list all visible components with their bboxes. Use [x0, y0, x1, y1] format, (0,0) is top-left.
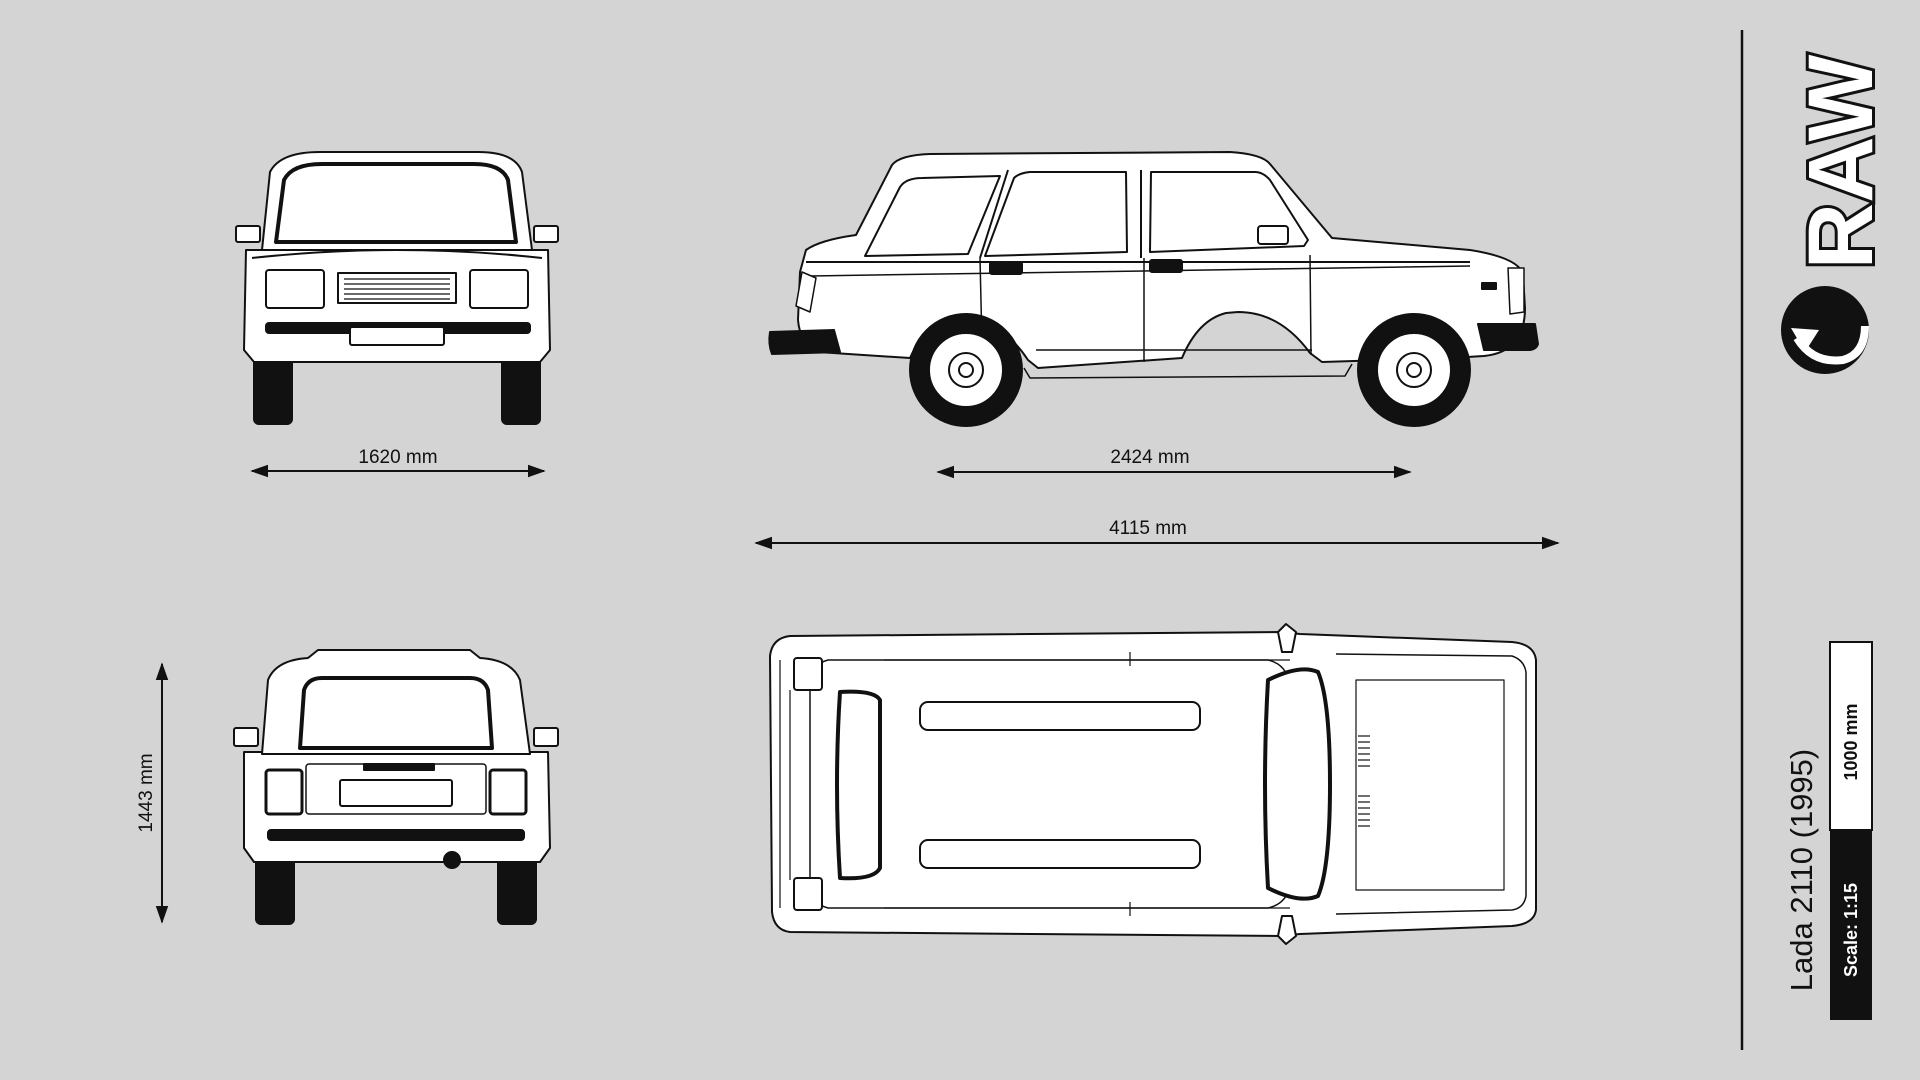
- rear-plate: [339, 779, 453, 807]
- front-plate: [349, 326, 445, 346]
- rear-left-mirror: [233, 727, 259, 747]
- rear-window: [298, 676, 494, 750]
- side-view: [768, 151, 1539, 427]
- side-front-wheel: [1357, 313, 1471, 427]
- side-rear-window: [864, 175, 1001, 257]
- front-left-mirror: [235, 225, 261, 243]
- scale-ratio-label: Scale: 1:15: [1841, 883, 1861, 977]
- dimension-length: 4115 mm: [754, 518, 1560, 550]
- vehicle-title: Lada 2110 (1995): [1784, 749, 1819, 991]
- dimension-width-label: 1620 mm: [358, 447, 437, 468]
- front-grille: [337, 272, 457, 304]
- dimension-wheelbase: 2424 mm: [936, 447, 1412, 479]
- exhaust-pipe: [443, 851, 461, 869]
- brand-logo-text: RAW: [1790, 55, 1892, 270]
- rear-bumper-side: [768, 329, 841, 355]
- dimension-height-label: 1443 mm: [136, 753, 157, 832]
- rear-view: [233, 649, 559, 925]
- rear-bumper: [267, 829, 525, 841]
- scale-bar-length-label: 1000 mm: [1841, 703, 1861, 780]
- front-bumper-side: [1477, 323, 1539, 351]
- rear-door-handle: [989, 261, 1023, 275]
- roof-rail-left: [919, 701, 1201, 731]
- side-middle-window: [984, 171, 1128, 257]
- top-view: [769, 623, 1537, 945]
- rear-left-taillight: [264, 768, 304, 816]
- dimension-width: 1620 mm: [250, 447, 546, 478]
- front-right-headlight: [469, 269, 529, 309]
- dimension-length-label: 4115 mm: [1109, 518, 1187, 539]
- top-windscreen: [1263, 667, 1332, 901]
- scale-bar: 1000 mm Scale: 1:15: [1829, 641, 1873, 1020]
- top-left-mirror: [1277, 623, 1297, 653]
- top-rear-glass: [835, 689, 882, 881]
- front-view: [235, 151, 559, 425]
- dimension-wheelbase-label: 2424 mm: [1110, 447, 1189, 468]
- side-rear-wheel: [909, 313, 1023, 427]
- circular-arrow-icon: [1781, 286, 1869, 374]
- rear-right-taillight: [488, 768, 528, 816]
- front-left-headlight: [265, 269, 325, 309]
- front-right-mirror: [533, 225, 559, 243]
- front-door-handle: [1149, 259, 1183, 273]
- top-right-mirror: [1277, 915, 1297, 945]
- dimension-height: 1443 mm: [136, 662, 169, 924]
- roof-rail-right: [919, 839, 1201, 869]
- rear-right-mirror: [533, 727, 559, 747]
- side-mirror: [1257, 225, 1289, 245]
